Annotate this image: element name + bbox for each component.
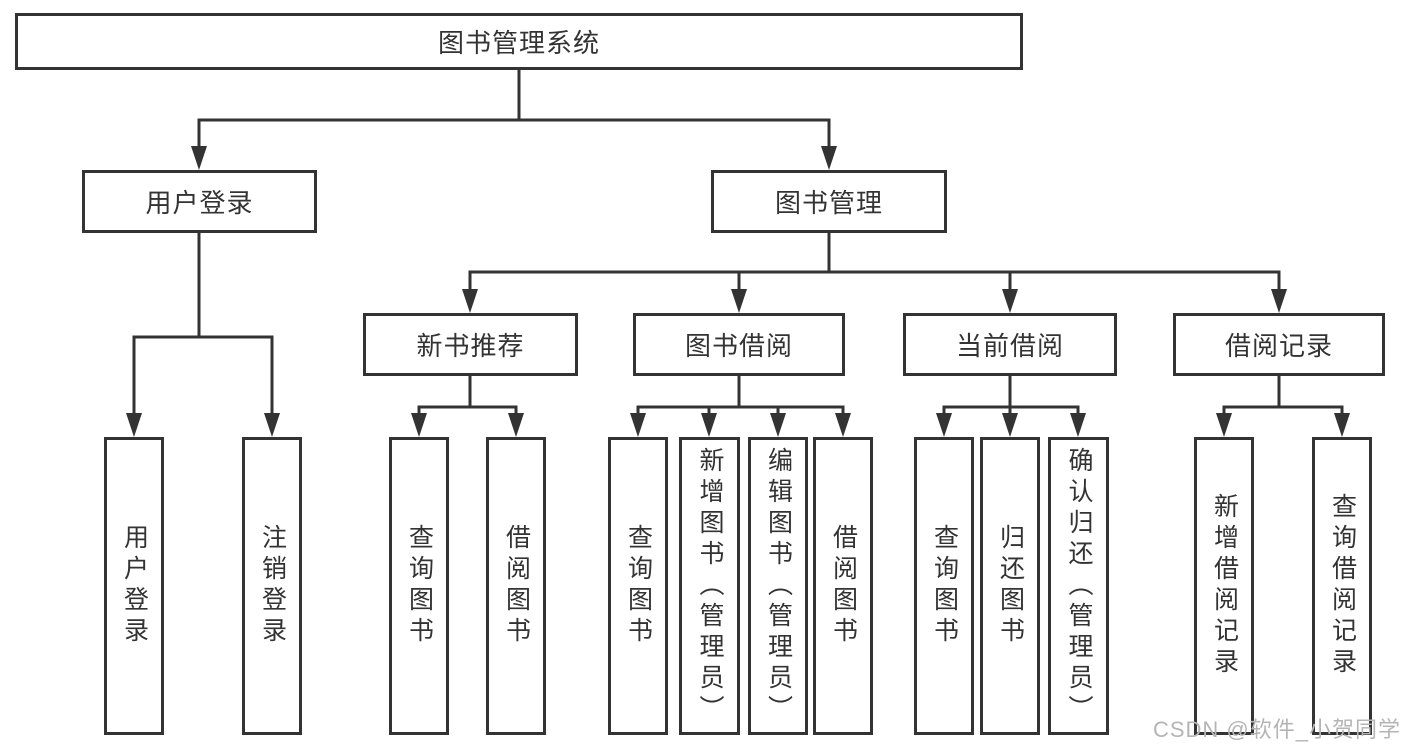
node-label: 借阅记录 <box>1224 331 1333 361</box>
node-new-book-recommend: 新书推荐 <box>363 313 578 376</box>
node-label: 注销登录 <box>258 524 287 648</box>
node-current-borrow: 当前借阅 <box>903 313 1117 376</box>
leaf-edit-books-admin: 编辑图书（管理员） <box>748 437 808 735</box>
leaf-query-books-current: 查询图书 <box>914 437 974 735</box>
node-label: 编辑图书（管理员） <box>764 446 793 726</box>
leaf-return-books: 归还图书 <box>980 437 1040 735</box>
node-label: 新增借阅记录 <box>1210 493 1239 679</box>
node-label: 借阅图书 <box>829 524 858 648</box>
node-label: 图书管理 <box>774 188 883 218</box>
leaf-logout: 注销登录 <box>242 437 302 735</box>
leaf-borrow-books-recommend: 借阅图书 <box>486 437 546 735</box>
node-label: 查询图书 <box>624 524 653 648</box>
node-label: 归还图书 <box>996 524 1025 648</box>
leaf-query-books-recommend: 查询图书 <box>389 437 449 735</box>
node-label: 查询借阅记录 <box>1328 493 1357 679</box>
node-book-management: 图书管理 <box>711 170 947 233</box>
node-label: 新书推荐 <box>416 331 525 361</box>
node-label: 图书管理系统 <box>437 28 600 58</box>
leaf-query-books-borrow: 查询图书 <box>608 437 668 735</box>
node-library-management-system: 图书管理系统 <box>15 13 1023 70</box>
leaf-query-borrow-record: 查询借阅记录 <box>1312 437 1372 735</box>
node-label: 新增图书（管理员） <box>696 446 724 726</box>
leaf-add-books-admin: 新增图书（管理员） <box>679 437 740 735</box>
node-label: 查询图书 <box>930 524 959 648</box>
node-book-borrow: 图书借阅 <box>633 313 845 376</box>
node-label: 当前借阅 <box>955 331 1064 361</box>
node-label: 借阅图书 <box>502 524 531 648</box>
leaf-confirm-return-admin: 确认归还（管理员） <box>1048 437 1109 735</box>
node-label: 用户登录 <box>120 524 149 648</box>
node-borrow-records: 借阅记录 <box>1173 313 1385 376</box>
node-label: 图书借阅 <box>684 331 793 361</box>
node-user-login: 用户登录 <box>82 170 317 233</box>
arrowheads <box>126 146 1350 437</box>
node-label: 查询图书 <box>405 524 434 648</box>
leaf-add-borrow-record: 新增借阅记录 <box>1194 437 1254 735</box>
leaf-borrow-books: 借阅图书 <box>813 437 873 735</box>
node-label: 确认归还（管理员） <box>1065 446 1093 726</box>
leaf-user-login: 用户登录 <box>104 437 164 735</box>
node-label: 用户登录 <box>145 188 254 218</box>
csdn-watermark: CSDN @软件_小贺同学 <box>1152 717 1401 742</box>
